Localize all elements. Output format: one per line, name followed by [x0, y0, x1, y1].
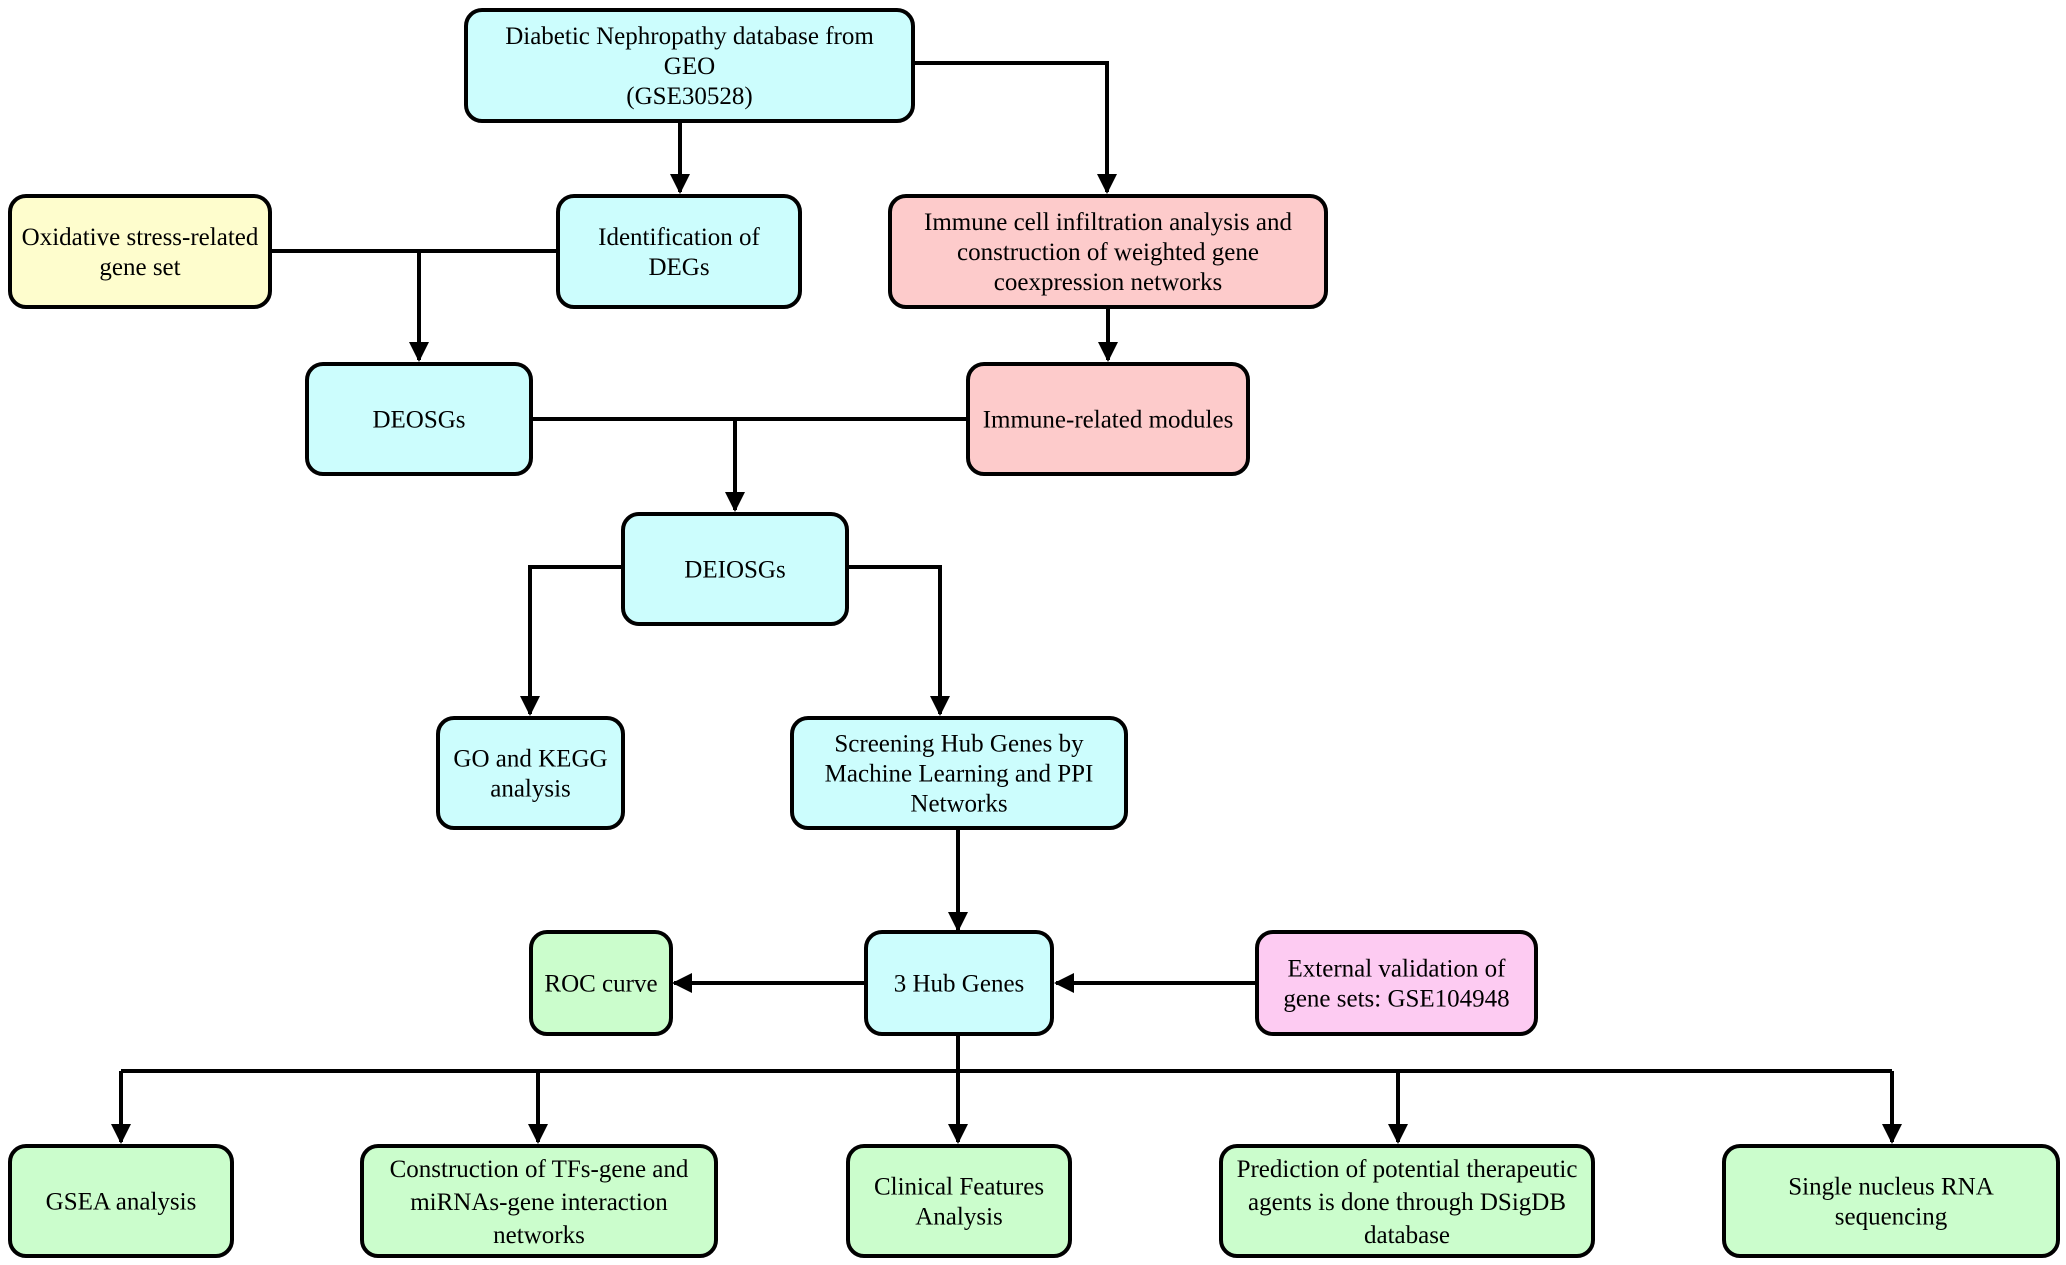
node-text-line: agents is done through DSigDB — [1248, 1189, 1566, 1216]
node-text-line: Diabetic Nephropathy database from — [505, 23, 874, 50]
node-dsigdb-prediction-text: Prediction of potential therapeutic agent… — [1237, 1156, 1578, 1249]
node-oxidative-gene-set-text: Oxidative stress-related gene set — [22, 224, 259, 281]
node-text-line: External validation of — [1288, 956, 1507, 983]
node-single-nucleus-rna-text: Single nucleus RNA sequencing — [1788, 1174, 1994, 1231]
node-immune-infiltration[interactable]: Immune cell infiltration analysis and con… — [888, 194, 1328, 309]
node-text-line: Identification of — [598, 224, 760, 251]
node-text-line: Prediction of potential therapeutic — [1237, 1156, 1578, 1183]
node-text-line: coexpression networks — [994, 269, 1222, 296]
node-text-line: Screening Hub Genes by — [834, 731, 1084, 758]
connectors — [111, 61, 1902, 1144]
node-gsea-analysis-text: GSEA analysis — [46, 1189, 197, 1216]
node-immune-infiltration-text: Immune cell infiltration analysis and con… — [924, 209, 1292, 296]
node-external-validation[interactable]: External validation of gene sets: GSE1049… — [1255, 930, 1538, 1036]
node-text-line: sequencing — [1835, 1204, 1948, 1231]
node-oxidative-gene-set[interactable]: Oxidative stress-related gene set — [8, 194, 272, 309]
node-roc-curve-text: ROC curve — [544, 971, 657, 998]
node-text-line: Immune-related modules — [983, 407, 1234, 434]
node-immune-modules[interactable]: Immune-related modules — [966, 362, 1250, 476]
node-text-line: (GSE30528) — [626, 83, 752, 110]
node-dsigdb-prediction[interactable]: Prediction of potential therapeutic agent… — [1219, 1144, 1595, 1258]
node-text-line: Oxidative stress-related — [22, 224, 259, 251]
node-text-line: networks — [493, 1222, 585, 1249]
node-text-line: DEIOSGs — [684, 557, 785, 584]
node-text-line: miRNAs-gene interaction — [410, 1189, 668, 1216]
arrow-deiosgs-to-go-kegg — [520, 565, 623, 716]
node-text-line: GEO — [664, 53, 715, 80]
node-text-line: DEGs — [648, 254, 709, 281]
node-3-hub-genes[interactable]: 3 Hub Genes — [864, 930, 1054, 1036]
node-roc-curve[interactable]: ROC curve — [529, 930, 673, 1036]
node-text-line: database — [1364, 1222, 1450, 1249]
node-text-line: Construction of TFs-gene and — [390, 1156, 689, 1183]
node-text-line: gene sets: GSE104948 — [1283, 986, 1509, 1013]
node-text-line: 3 Hub Genes — [894, 971, 1025, 998]
node-deiosgs[interactable]: DEIOSGs — [621, 512, 849, 626]
node-text-line: DEOSGs — [372, 407, 465, 434]
node-text-line: construction of weighted gene — [957, 239, 1259, 266]
node-text-line: gene set — [99, 254, 180, 281]
node-screening-hub-genes-text: Screening Hub Genes by Machine Learning a… — [825, 731, 1094, 818]
node-text-line: Single nucleus RNA — [1788, 1174, 1994, 1201]
arrow-geo-to-immune-infiltration — [913, 61, 1117, 194]
node-text-line: Networks — [910, 791, 1007, 818]
node-tfs-mirna-networks[interactable]: Construction of TFs-gene and miRNAs-gene … — [360, 1144, 718, 1258]
node-go-kegg-analysis[interactable]: GO and KEGG analysis — [436, 716, 625, 830]
node-text-line: analysis — [490, 776, 571, 803]
node-text-line: Immune cell infiltration analysis and — [924, 209, 1292, 236]
node-deosgs-text: DEOSGs — [372, 407, 465, 434]
node-deosgs[interactable]: DEOSGs — [305, 362, 533, 476]
node-text-line: GSEA analysis — [46, 1189, 197, 1216]
node-3-hub-genes-text: 3 Hub Genes — [894, 971, 1025, 998]
node-single-nucleus-rna[interactable]: Single nucleus RNA sequencing — [1722, 1144, 2060, 1258]
node-identification-degs-text: Identification of DEGs — [598, 224, 760, 281]
node-text-line: Analysis — [915, 1204, 1003, 1231]
node-tfs-mirna-networks-text: Construction of TFs-gene and miRNAs-gene … — [390, 1156, 689, 1249]
node-screening-hub-genes[interactable]: Screening Hub Genes by Machine Learning a… — [790, 716, 1128, 830]
node-text-line: ROC curve — [544, 971, 657, 998]
node-external-validation-text: External validation of gene sets: GSE1049… — [1283, 956, 1509, 1013]
node-text-line: Clinical Features — [874, 1174, 1044, 1201]
node-gsea-analysis[interactable]: GSEA analysis — [8, 1144, 234, 1258]
node-immune-modules-text: Immune-related modules — [983, 407, 1234, 434]
node-text-line: GO and KEGG — [453, 746, 607, 773]
node-text-line: Machine Learning and PPI — [825, 761, 1094, 788]
node-identification-degs[interactable]: Identification of DEGs — [556, 194, 802, 309]
arrow-deiosgs-to-screening — [847, 565, 950, 716]
node-deiosgs-text: DEIOSGs — [684, 557, 785, 584]
node-go-kegg-analysis-text: GO and KEGG analysis — [453, 746, 607, 803]
